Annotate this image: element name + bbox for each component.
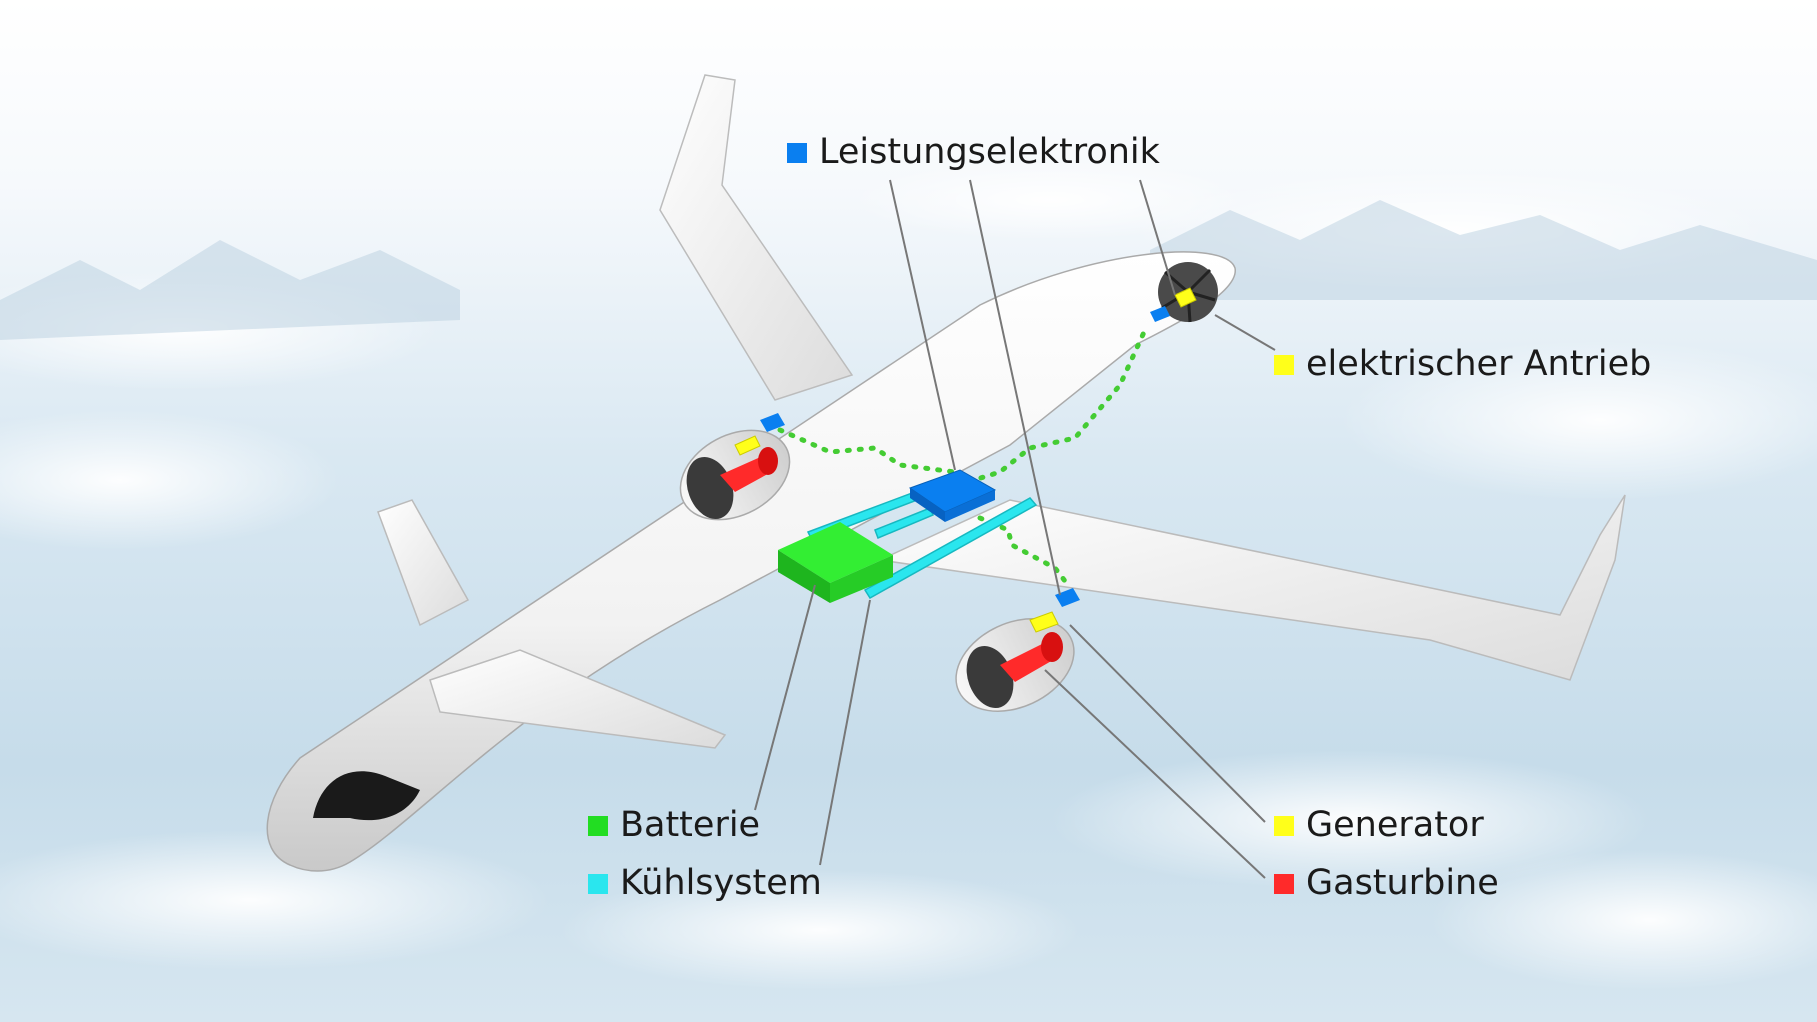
legend-kuehlsystem: Kühlsystem: [588, 866, 822, 901]
legend-generator: Generator: [1274, 808, 1484, 843]
label-gasturbine: Gasturbine: [1306, 863, 1499, 903]
legend-elektrischer-antrieb: elektrischer Antrieb: [1274, 347, 1651, 382]
cockpit-window: [313, 771, 420, 821]
battery-block: [778, 522, 893, 603]
swatch-batterie: [588, 815, 608, 836]
label-batterie: Batterie: [620, 805, 761, 845]
legend-gasturbine: Gasturbine: [1274, 866, 1499, 901]
label-kuehlsystem: Kühlsystem: [620, 863, 822, 903]
legend-batterie: Batterie: [588, 808, 760, 843]
swatch-generator: [1274, 815, 1294, 836]
wiring: [777, 327, 1148, 588]
swatch-kuehlsystem: [588, 873, 608, 894]
label-generator: Generator: [1306, 805, 1484, 845]
label-elektrischer-antrieb: elektrischer Antrieb: [1306, 344, 1652, 384]
vertical-tail: [377, 499, 470, 627]
label-leistungselektronik: Leistungselektronik: [819, 132, 1160, 172]
upper-nacelle: [679, 413, 791, 521]
tail-electric-fan: [1150, 262, 1218, 323]
swatch-antrieb: [1274, 354, 1294, 375]
lower-wing: [877, 494, 1626, 681]
legend-leistungselektronik: Leistungselektronik: [787, 135, 1160, 170]
power-electronics-center: [908, 469, 997, 522]
clouds: [0, 160, 1817, 990]
lower-nacelle: [955, 588, 1080, 712]
mountains: [0, 200, 1817, 340]
horizontal-stabilizer: [429, 649, 727, 749]
leader-lines: [754, 179, 1276, 879]
swatch-gasturbine: [1274, 873, 1294, 894]
upper-wing: [659, 74, 854, 401]
swatch-leistungselektronik: [787, 142, 807, 163]
